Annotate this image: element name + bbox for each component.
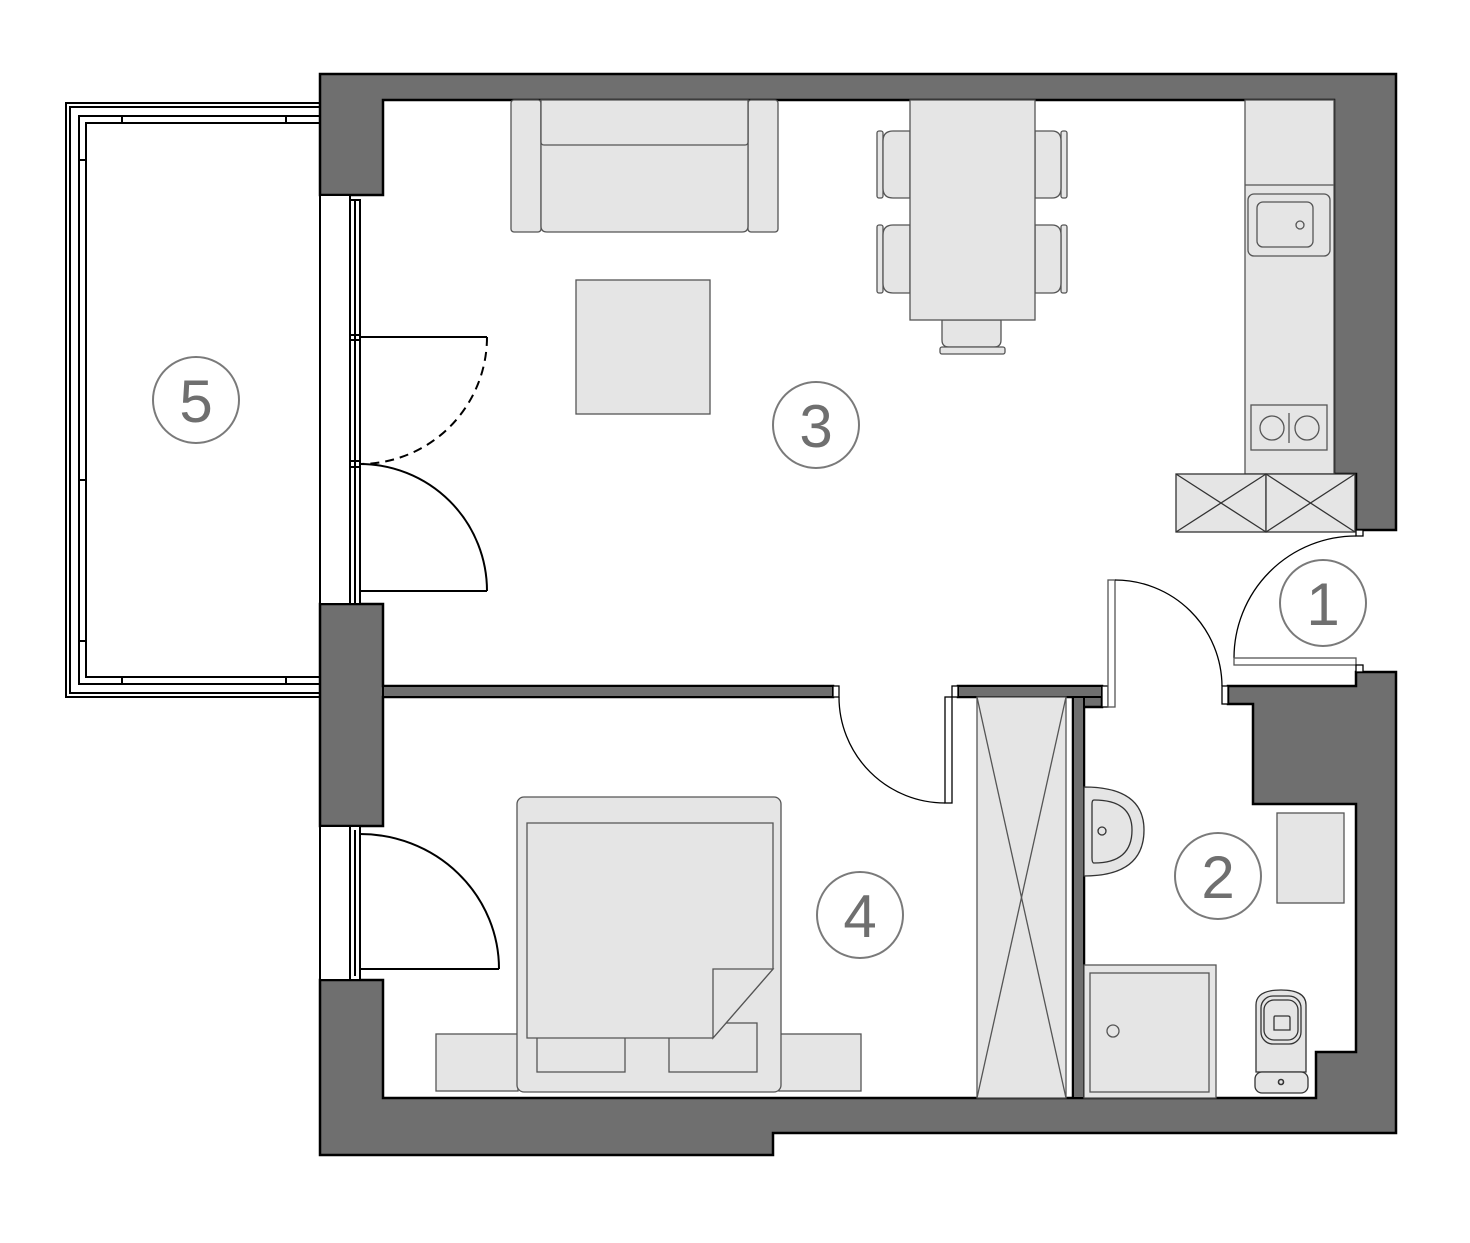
room-number-3: 3 [799,393,832,460]
washing-machine [1276,812,1345,904]
bedroom-door [832,685,959,804]
room-label-3: 3 [772,381,860,469]
walls [318,72,1398,1157]
sofa [510,99,779,233]
bedroom-window-frame [319,825,361,981]
dining-set [876,99,1068,355]
balcony-door-frame [319,194,361,605]
room-number-1: 1 [1306,571,1339,638]
room-label-5: 5 [152,356,240,444]
coffee-table [575,279,711,415]
shower-tray [1083,964,1217,1099]
bed [516,796,782,1093]
wardrobe [976,696,1067,1099]
toilet [1254,989,1309,1094]
room-number-4: 4 [843,883,876,950]
washbasin [1083,786,1145,877]
cooktop [1250,404,1328,451]
room-label-2: 2 [1174,832,1262,920]
room-label-4: 4 [816,871,904,959]
balcony-door-swing [359,336,488,592]
kitchen-sink [1247,193,1331,257]
bedroom-window-swing [359,833,500,970]
bathroom-door [1101,579,1229,708]
entrance-door [1233,529,1364,673]
room-number-2: 2 [1201,844,1234,911]
room-label-1: 1 [1279,559,1367,647]
kitchen-cabinets [1175,473,1356,533]
room-number-5: 5 [179,368,212,435]
